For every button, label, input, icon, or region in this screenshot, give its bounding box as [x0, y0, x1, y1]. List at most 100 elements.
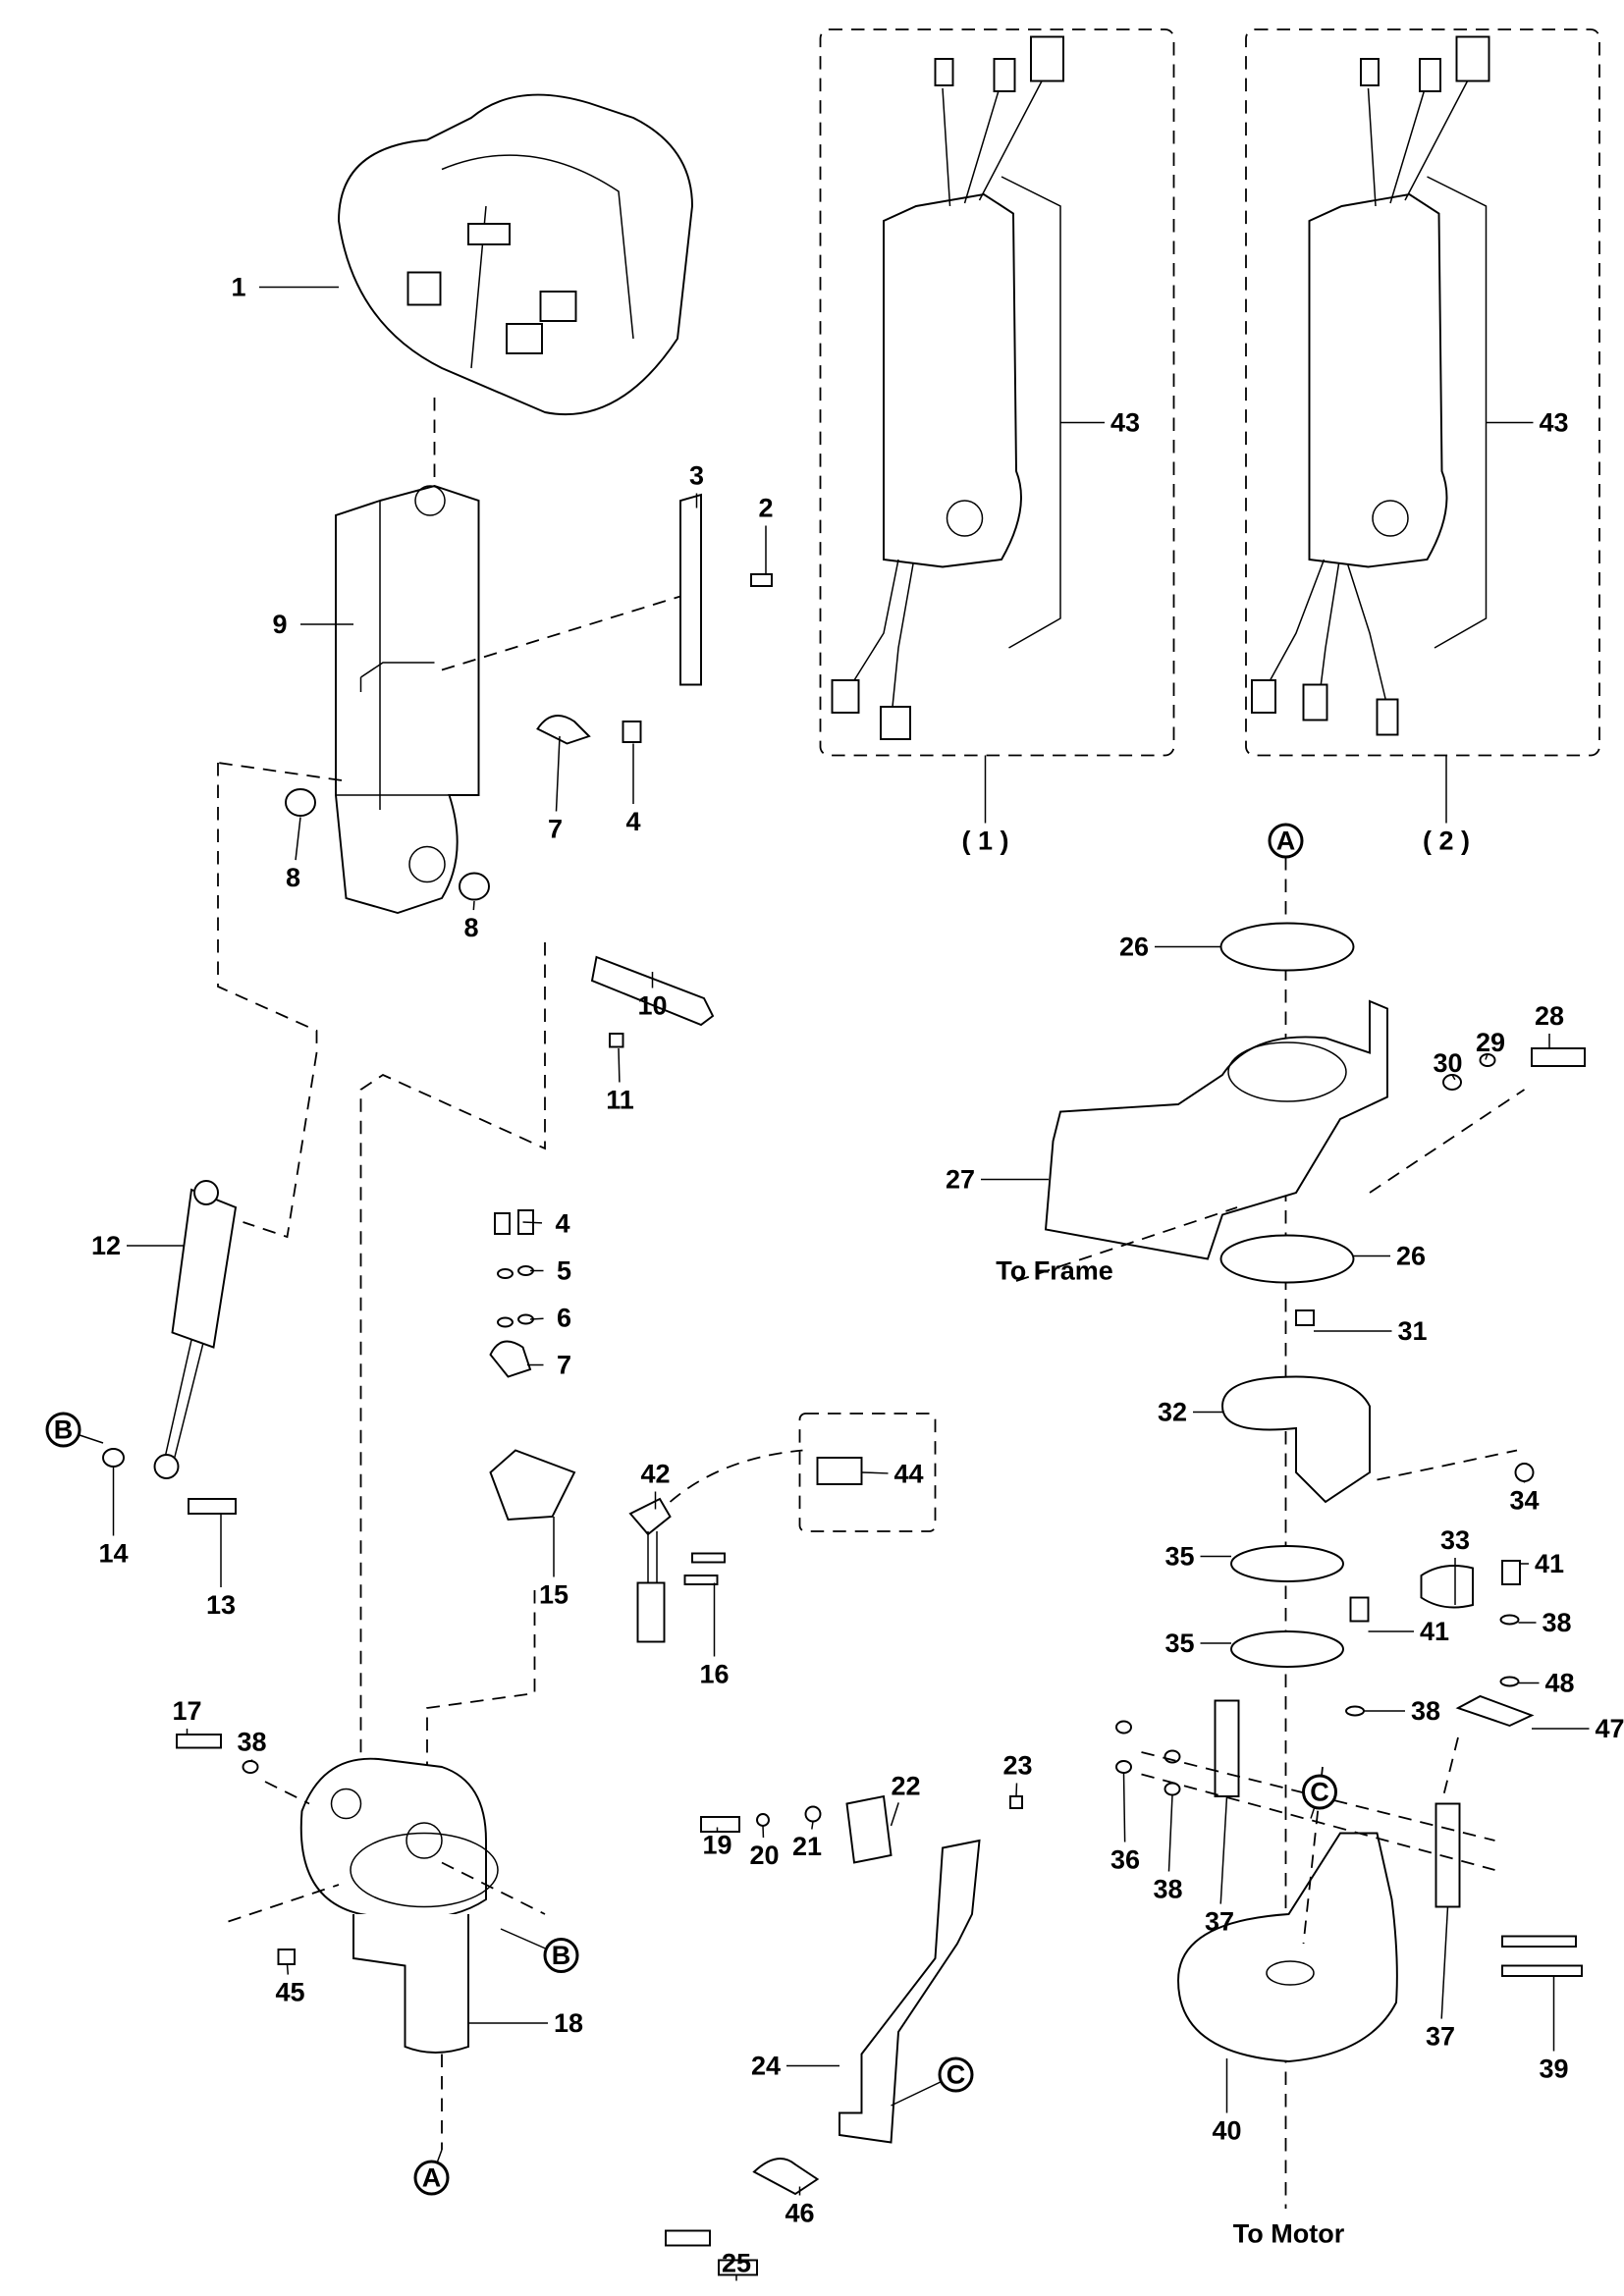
callout-9: 9 [272, 610, 287, 639]
reference-mark-A [413, 2160, 450, 2196]
bracket-24 [839, 1839, 981, 2144]
arm-32 [1221, 1375, 1371, 1504]
callout-13: 13 [206, 1590, 236, 1620]
callout-41: 41 [1420, 1617, 1449, 1646]
callout-39: 39 [1539, 2055, 1568, 2084]
callout-24: 24 [751, 2052, 781, 2081]
bushing-8 [285, 788, 316, 817]
reference-mark-C [1302, 1774, 1337, 1810]
bushing-8b [459, 872, 490, 901]
pin-10 [590, 955, 715, 1027]
nut-23 [1009, 1795, 1023, 1809]
callout-36: 36 [1110, 1845, 1140, 1875]
leader-line [529, 1317, 544, 1320]
callout-1: 1 [231, 273, 245, 302]
microswitch-box [798, 1413, 937, 1532]
callout-11: 11 [606, 1086, 634, 1115]
callout-10: 10 [637, 991, 667, 1021]
reference-mark-label-B: B [54, 1415, 74, 1445]
key-31 [1295, 1309, 1315, 1326]
callout-35: 35 [1164, 1542, 1194, 1572]
plate-3 [679, 493, 702, 686]
leader-line [861, 1471, 889, 1474]
callout-38: 38 [1542, 1608, 1571, 1637]
callout-35: 35 [1164, 1629, 1194, 1658]
callout-41: 41 [1535, 1549, 1564, 1578]
leader-line [295, 817, 301, 861]
callout-25: 25 [722, 2249, 751, 2278]
reference-mark-label-C: C [1310, 1778, 1329, 1807]
callout-28: 28 [1535, 1001, 1564, 1031]
set-screw-11 [609, 1033, 624, 1048]
bolt-25 [718, 2259, 758, 2276]
reference-mark-label-C: C [947, 2060, 966, 2090]
bolt-17 [176, 1734, 222, 1749]
callout-27: 27 [946, 1165, 975, 1195]
callout-43: 43 [1110, 408, 1140, 438]
clamp-46 [752, 2158, 820, 2196]
reference-mark-B [45, 1412, 81, 1448]
reference-mark-B [543, 1938, 579, 1973]
callout-7: 7 [557, 1351, 571, 1380]
leader-line [1440, 1906, 1449, 2019]
callout-46: 46 [785, 2199, 814, 2228]
callout-30: 30 [1433, 1048, 1462, 1078]
callout-6: 6 [557, 1304, 571, 1333]
callout-38: 38 [237, 1728, 266, 1757]
callout-17: 17 [172, 1696, 201, 1726]
harness-43-variant-1 [831, 35, 1064, 740]
note-to-frame: To Frame [996, 1256, 1113, 1286]
control-handle-1 [338, 93, 693, 416]
callout-32: 32 [1158, 1398, 1187, 1427]
reference-mark-C [938, 2056, 974, 2093]
screw-4 [622, 721, 642, 743]
variant-2-box [1245, 28, 1600, 757]
leader-line [890, 1802, 899, 1827]
callout-47: 47 [1595, 1714, 1624, 1743]
steering-column-9 [335, 484, 480, 915]
leader-line [1167, 1794, 1173, 1872]
callout-14: 14 [98, 1539, 128, 1569]
callout-20: 20 [749, 1841, 779, 1870]
callout-26: 26 [1396, 1242, 1426, 1271]
leader-line [811, 1821, 814, 1830]
cable-guide-22 [845, 1794, 893, 1864]
callout-8: 8 [286, 863, 300, 892]
variant-1-box [819, 28, 1175, 757]
callout-23: 23 [1002, 1751, 1032, 1781]
callout-7: 7 [548, 815, 563, 844]
screw-2 [750, 573, 773, 587]
switch-42 [628, 1497, 672, 1536]
callout-33: 33 [1440, 1525, 1470, 1555]
plate-47 [1455, 1694, 1535, 1728]
reference-mark-A [1268, 823, 1304, 859]
callout-37: 37 [1426, 2022, 1455, 2052]
bolt-13 [188, 1498, 237, 1515]
bolt-39 [1501, 1964, 1583, 1977]
callout-40: 40 [1212, 2116, 1241, 2146]
callout-21: 21 [792, 1832, 822, 1861]
callout-44: 44 [893, 1460, 923, 1489]
callout-45: 45 [275, 1978, 304, 2007]
bolt-28 [1531, 1047, 1586, 1067]
callout-8: 8 [463, 913, 478, 942]
mount-bracket-27 [1044, 999, 1388, 1260]
clamp-7 [536, 715, 591, 745]
leader-line [286, 1963, 290, 1975]
callout-15: 15 [539, 1580, 568, 1610]
washer-14 [102, 1448, 125, 1468]
callout-37: 37 [1205, 1907, 1234, 1937]
callout-42: 42 [640, 1460, 670, 1489]
leader-line [1219, 1795, 1228, 1904]
callout-3: 3 [689, 461, 704, 491]
nut-45 [277, 1949, 296, 1965]
callout-22: 22 [891, 1772, 920, 1801]
reference-mark-label-A: A [1276, 827, 1296, 856]
bolt-19 [700, 1816, 740, 1833]
callout-31: 31 [1397, 1316, 1427, 1346]
callout-48: 48 [1544, 1669, 1574, 1698]
callout-4: 4 [555, 1209, 569, 1239]
callout-19: 19 [702, 1831, 731, 1860]
nut-35 [1230, 1545, 1344, 1582]
connector [636, 1581, 666, 1643]
